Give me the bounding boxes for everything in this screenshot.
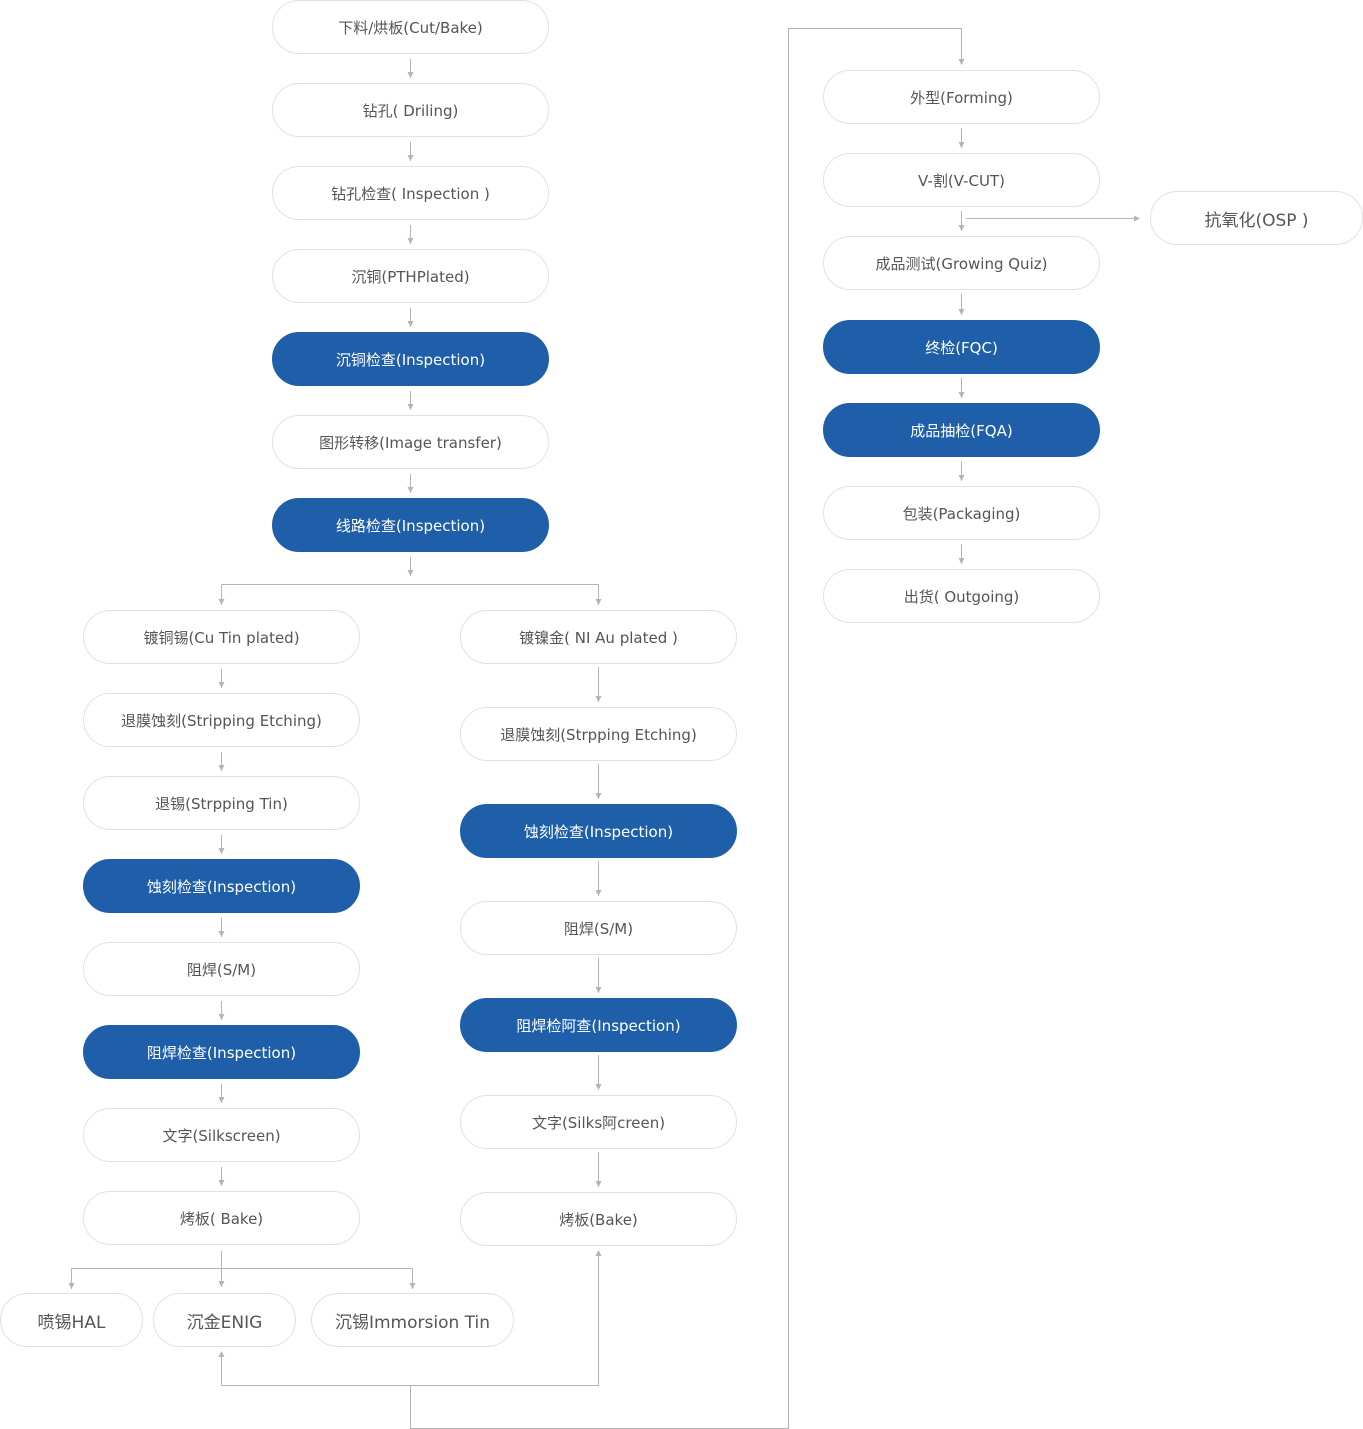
- arrowhead-icon: [407, 238, 414, 244]
- step-etch-inspection-left[interactable]: 蚀刻检查(Inspection): [83, 859, 360, 913]
- arrowhead-icon: [595, 1084, 602, 1090]
- step-pth-plated[interactable]: 沉铜(PTHPlated): [272, 249, 549, 303]
- arrowhead-icon: [595, 696, 602, 702]
- arrowhead-icon: [407, 487, 414, 493]
- arrowhead-icon: [407, 404, 414, 410]
- arrowhead-icon: [1134, 215, 1140, 222]
- step-etch-inspection-right[interactable]: 蚀刻检查(Inspection): [460, 804, 737, 858]
- step-final-test[interactable]: 成品测试(Growing Quiz): [823, 236, 1100, 290]
- step-outgoing[interactable]: 出货( Outgoing): [823, 569, 1100, 623]
- step-immersion-tin[interactable]: 沉锡Immorsion Tin: [311, 1293, 514, 1347]
- step-circuit-inspection[interactable]: 线路检查(Inspection): [272, 498, 549, 552]
- step-fqa[interactable]: 成品抽检(FQA): [823, 403, 1100, 457]
- arrowhead-icon: [595, 1181, 602, 1187]
- step-ni-au-plated[interactable]: 镀镍金( NI Au plated ): [460, 610, 737, 664]
- step-osp[interactable]: 抗氧化(OSP ): [1150, 191, 1363, 245]
- step-drilling[interactable]: 钻孔( Driling): [272, 83, 549, 137]
- arrowhead-icon: [218, 1180, 225, 1186]
- step-v-cut[interactable]: V-割(V-CUT): [823, 153, 1100, 207]
- step-solder-mask-right[interactable]: 阻焊(S/M): [460, 901, 737, 955]
- step-cu-tin-plated[interactable]: 镀铜锡(Cu Tin plated): [83, 610, 360, 664]
- step-sm-inspection-left[interactable]: 阻焊检查(Inspection): [83, 1025, 360, 1079]
- step-stripping-etching-left[interactable]: 退膜蚀刻(Stripping Etching): [83, 693, 360, 747]
- step-drill-inspection[interactable]: 钻孔检查( Inspection ): [272, 166, 549, 220]
- arrowhead-icon: [595, 599, 602, 605]
- step-stripping-tin[interactable]: 退锡(Strpping Tin): [83, 776, 360, 830]
- arrowhead-icon: [595, 793, 602, 799]
- arrowhead-icon: [68, 1283, 75, 1289]
- step-image-transfer[interactable]: 图形转移(Image transfer): [272, 415, 549, 469]
- step-cut-bake[interactable]: 下料/烘板(Cut/Bake): [272, 0, 549, 54]
- arrowhead-icon: [958, 309, 965, 315]
- arrowhead-icon: [218, 1097, 225, 1103]
- arrowhead-icon: [218, 848, 225, 854]
- arrowhead-icon: [218, 765, 225, 771]
- step-silkscreen-left[interactable]: 文字(Silkscreen): [83, 1108, 360, 1162]
- step-silkscreen-right[interactable]: 文字(Silks阿creen): [460, 1095, 737, 1149]
- arrowhead-icon: [407, 72, 414, 78]
- arrowhead-icon: [407, 155, 414, 161]
- arrowhead-icon: [218, 931, 225, 937]
- arrowhead-icon: [218, 1281, 225, 1287]
- arrowhead-icon: [595, 890, 602, 896]
- arrowhead-icon: [218, 1014, 225, 1020]
- arrowhead-icon: [218, 1351, 225, 1357]
- arrowhead-icon: [595, 987, 602, 993]
- arrowhead-icon: [595, 1250, 602, 1256]
- step-enig[interactable]: 沉金ENIG: [153, 1293, 296, 1347]
- step-hal[interactable]: 喷锡HAL: [0, 1293, 143, 1347]
- arrowhead-icon: [958, 475, 965, 481]
- arrowhead-icon: [218, 599, 225, 605]
- arrowhead-icon: [958, 225, 965, 231]
- step-packaging[interactable]: 包装(Packaging): [823, 486, 1100, 540]
- arrowhead-icon: [409, 1283, 416, 1289]
- arrowhead-icon: [958, 558, 965, 564]
- step-bake-left[interactable]: 烤板( Bake): [83, 1191, 360, 1245]
- step-stripping-etching-right[interactable]: 退膜蚀刻(Strpping Etching): [460, 707, 737, 761]
- step-bake-right[interactable]: 烤板(Bake): [460, 1192, 737, 1246]
- step-sm-inspection-right[interactable]: 阻焊检阿查(Inspection): [460, 998, 737, 1052]
- step-fqc[interactable]: 终检(FQC): [823, 320, 1100, 374]
- arrowhead-icon: [407, 570, 414, 576]
- step-forming[interactable]: 外型(Forming): [823, 70, 1100, 124]
- arrowhead-icon: [958, 59, 965, 65]
- step-pth-inspection[interactable]: 沉铜检查(Inspection): [272, 332, 549, 386]
- arrowhead-icon: [407, 321, 414, 327]
- arrowhead-icon: [958, 392, 965, 398]
- step-solder-mask-left[interactable]: 阻焊(S/M): [83, 942, 360, 996]
- arrowhead-icon: [218, 682, 225, 688]
- arrowhead-icon: [958, 142, 965, 148]
